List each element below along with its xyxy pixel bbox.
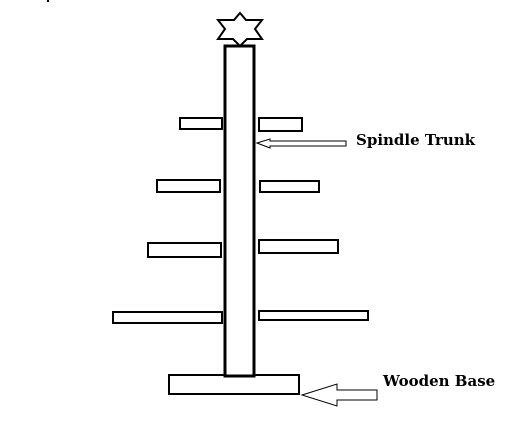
star-icon [215, 11, 265, 48]
spindle-trunk [223, 44, 256, 378]
base-arrow [300, 383, 378, 407]
label-spindle-trunk: Spindle Trunk [356, 131, 476, 149]
branch-right-2 [259, 180, 320, 193]
stray-mark [47, 0, 49, 2]
branch-right-1 [258, 117, 303, 132]
branch-right-3 [258, 239, 339, 254]
label-wooden-base: Wooden Base [382, 372, 495, 390]
branch-left-3 [147, 242, 222, 258]
branch-left-4 [112, 311, 223, 324]
branch-left-1 [179, 117, 223, 130]
trunk-arrow [255, 138, 347, 149]
branch-left-2 [156, 179, 221, 193]
wooden-base [168, 374, 300, 395]
branch-right-4 [258, 310, 369, 321]
